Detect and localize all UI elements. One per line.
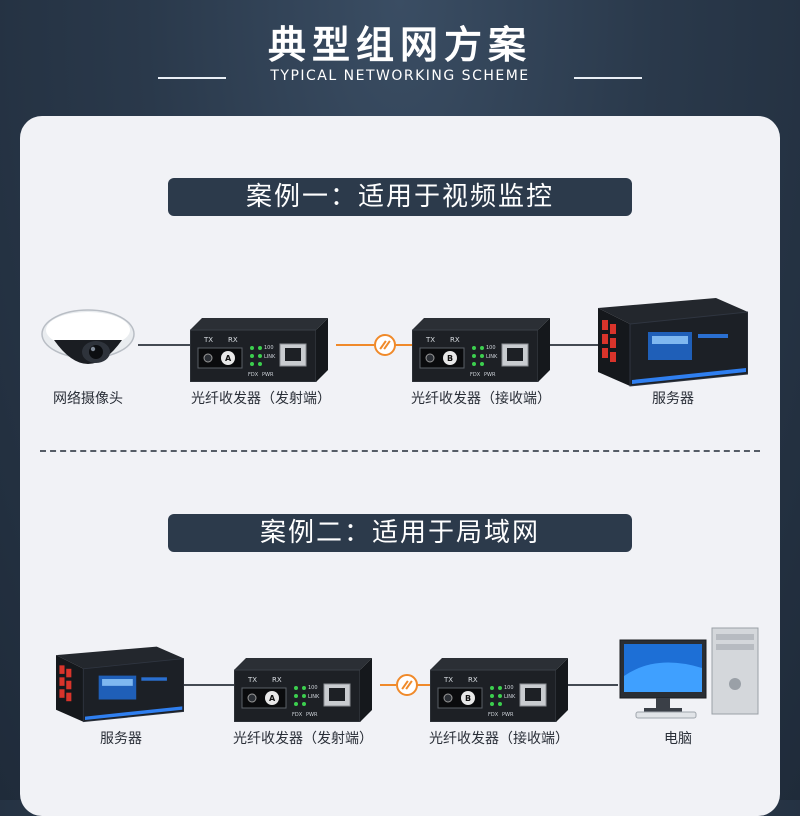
case2-banner: 案例二：适用于局域网 [168, 514, 632, 552]
port-a-letter: A [225, 354, 232, 363]
led-pwr-label: PWR [502, 712, 514, 718]
page-title: 典型组网方案 [267, 23, 532, 67]
section-divider [40, 450, 760, 452]
rack-server-icon [598, 298, 748, 387]
subtitle-rule-left [158, 77, 226, 79]
port-b-letter: B [465, 694, 471, 703]
led-link-label: LINK [504, 694, 516, 700]
case2-cable-pc [568, 684, 618, 686]
content-panel: 案例一：适用于视频监控 网络摄像头 TX RX A 100 LINK FDX P… [20, 116, 780, 816]
subtitle-rule-right [574, 77, 642, 79]
case1-fiber-left [336, 344, 374, 346]
page-subtitle: TYPICAL NETWORKING SCHEME [270, 68, 530, 84]
rack-server-icon [56, 646, 184, 723]
led-fdx-label: FDX [248, 372, 259, 378]
rx-port-label: RX [272, 676, 282, 684]
case1-cable-server [550, 344, 602, 346]
media-converter-icon: TX RX A 100 LINK FDX PWR [234, 658, 372, 722]
led-fdx-label: FDX [470, 372, 481, 378]
case2-tx-label: 光纤收发器（发射端） [233, 731, 373, 747]
led-100-label: 100 [504, 685, 514, 691]
tx-port-label: TX [247, 676, 257, 684]
case2-server-label: 服务器 [100, 731, 142, 747]
led-pwr-label: PWR [484, 372, 496, 378]
header: 典型组网方案 TYPICAL NETWORKING SCHEME [0, 0, 800, 110]
case1-banner: 案例一：适用于视频监控 [168, 178, 632, 216]
led-link-label: LINK [486, 354, 498, 360]
case1-server-label: 服务器 [652, 391, 694, 407]
led-100-label: 100 [264, 345, 274, 351]
media-converter-icon: TX RX A 100 LINK FDX PWR [190, 318, 328, 382]
led-pwr-label: PWR [306, 712, 318, 718]
led-fdx-label: FDX [292, 712, 303, 718]
case1-tx-label: 光纤收发器（发射端） [191, 391, 331, 407]
media-converter-icon: TX RX B 100 LINK FDX PWR [412, 318, 550, 382]
fiber-link-icon [374, 334, 396, 356]
tx-port-label: TX [425, 336, 435, 344]
port-b-letter: B [447, 354, 453, 363]
desktop-computer-icon [619, 627, 759, 719]
case1-cable-camera [138, 344, 190, 346]
case2-rx-label: 光纤收发器（接收端） [429, 731, 569, 747]
led-100-label: 100 [308, 685, 318, 691]
case1-rx-label: 光纤收发器（接收端） [411, 391, 551, 407]
case2-pc-label: 电脑 [664, 731, 692, 747]
case2-cable-server [184, 684, 236, 686]
port-a-letter: A [269, 694, 276, 703]
led-100-label: 100 [486, 345, 496, 351]
rx-port-label: RX [228, 336, 238, 344]
rx-port-label: RX [450, 336, 460, 344]
case2-fiber-right [416, 684, 432, 686]
case1-camera-label: 网络摄像头 [53, 391, 123, 407]
led-pwr-label: PWR [262, 372, 274, 378]
media-converter-icon: TX RX B 100 LINK FDX PWR [430, 658, 568, 722]
tx-port-label: TX [203, 336, 213, 344]
subtitle-row: TYPICAL NETWORKING SCHEME [0, 66, 800, 90]
case2-fiber-left [380, 684, 396, 686]
led-link-label: LINK [264, 354, 276, 360]
rx-port-label: RX [468, 676, 478, 684]
tx-port-label: TX [443, 676, 453, 684]
led-link-label: LINK [308, 694, 320, 700]
fiber-link-icon [396, 674, 418, 696]
dome-camera-icon [41, 309, 135, 364]
led-fdx-label: FDX [488, 712, 499, 718]
